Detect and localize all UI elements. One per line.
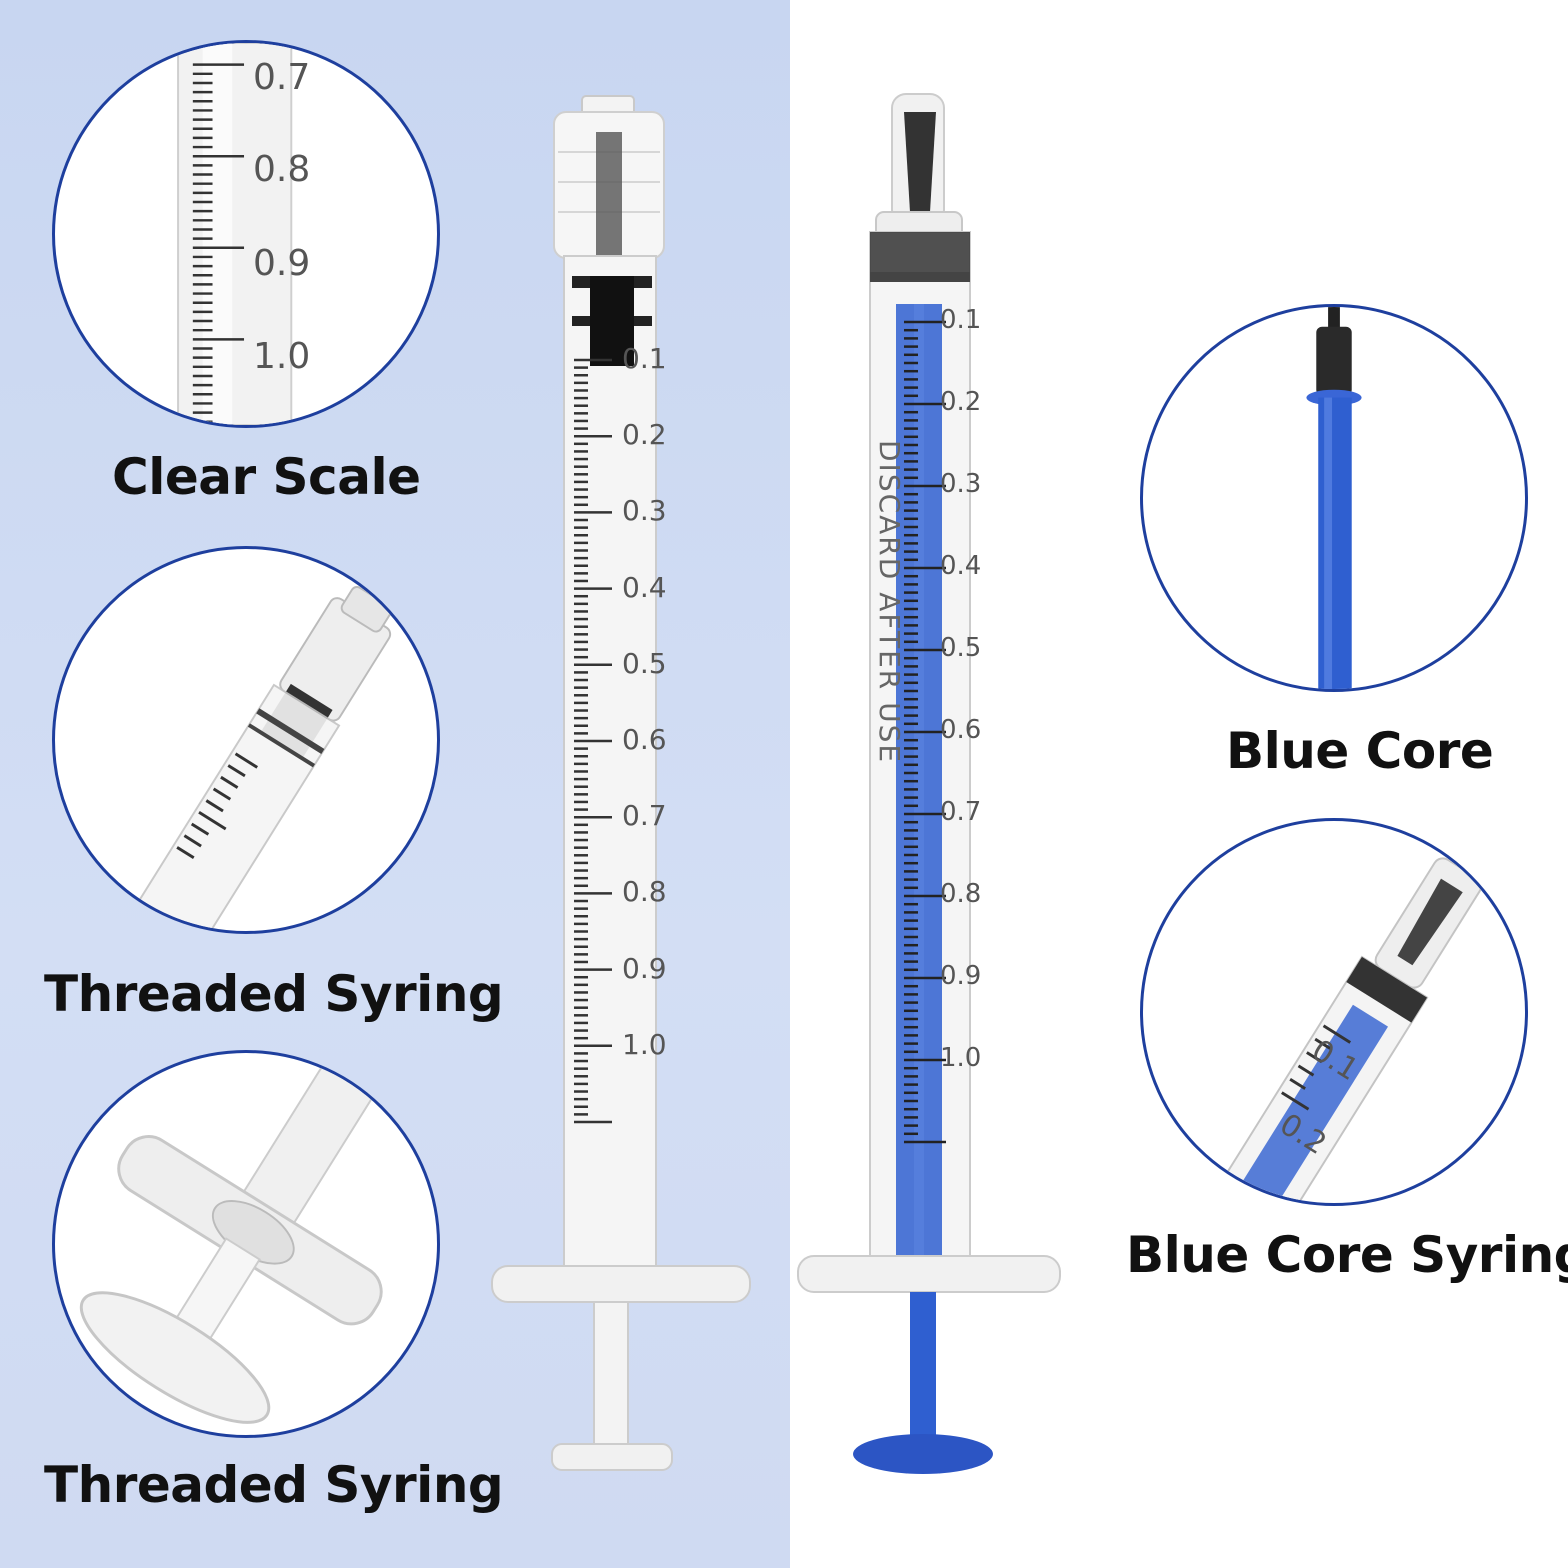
- clear-scale-zoom-circle: 0.7 0.8 0.9 1.0: [52, 40, 440, 428]
- blue-core-syringe-zoom-circle: 0.1 0.2: [1140, 818, 1528, 1206]
- blue-core-syringe-tip-image: [1214, 857, 1483, 1203]
- scale-number-label: 0.2: [940, 387, 982, 417]
- clear-scale-zoom-image: [177, 43, 293, 425]
- blue-core-zoom-circle: [1140, 304, 1528, 692]
- threaded-syringe-caption-2: Threaded Syring: [44, 1456, 504, 1514]
- scale-number-label: 0.8: [622, 875, 667, 909]
- threaded-syringe-caption-1: Threaded Syring: [44, 965, 504, 1023]
- zoom-scale-label: 0.7: [253, 57, 311, 98]
- blue-core-syringe: [797, 93, 1061, 1474]
- clear-scale-caption: Clear Scale: [112, 448, 421, 506]
- blue-core-image: [1306, 307, 1362, 689]
- scale-number-label: 0.8: [940, 879, 982, 909]
- zoom-scale-label: 0.9: [253, 243, 311, 284]
- scale-number-label: 0.9: [940, 961, 982, 991]
- blue-core-caption: Blue Core: [1226, 722, 1494, 780]
- scale-number-label: 0.6: [940, 715, 982, 745]
- scale-number-label: 0.4: [940, 551, 982, 581]
- threaded-tip-image: [136, 585, 393, 931]
- scale-number-label: 0.5: [622, 646, 667, 680]
- scale-number-label: 0.3: [940, 469, 982, 499]
- plunger-flange-zoom-circle: [52, 1050, 440, 1438]
- scale-number-label: 0.2: [622, 418, 667, 452]
- scale-number-label: 0.1: [622, 342, 667, 375]
- scale-number-label: 1.0: [622, 1027, 667, 1061]
- threaded-tip-zoom-circle: [52, 546, 440, 934]
- scale-number-label: 0.9: [622, 951, 667, 985]
- scale-number-label: 0.1: [940, 305, 982, 335]
- scale-number-label: 1.0: [940, 1043, 982, 1073]
- scale-number-label: 0.7: [622, 799, 667, 833]
- plunger-flange-image: [79, 1053, 395, 1424]
- scale-number-label: 0.7: [940, 797, 982, 827]
- blue-core-syringe-caption: Blue Core Syringe: [1126, 1226, 1568, 1284]
- scale-number-label: 0.5: [940, 633, 982, 663]
- barrel-text: DISCARD AFTER USE: [873, 440, 906, 765]
- zoom-scale-label: 0.8: [253, 149, 311, 190]
- clear-syringe: [491, 95, 751, 1471]
- scale-number-label: 0.6: [622, 723, 667, 756]
- scale-number-label: 0.4: [622, 570, 667, 604]
- scale-number-label: 0.3: [622, 494, 667, 528]
- zoom-scale-label: 1.0: [253, 336, 311, 377]
